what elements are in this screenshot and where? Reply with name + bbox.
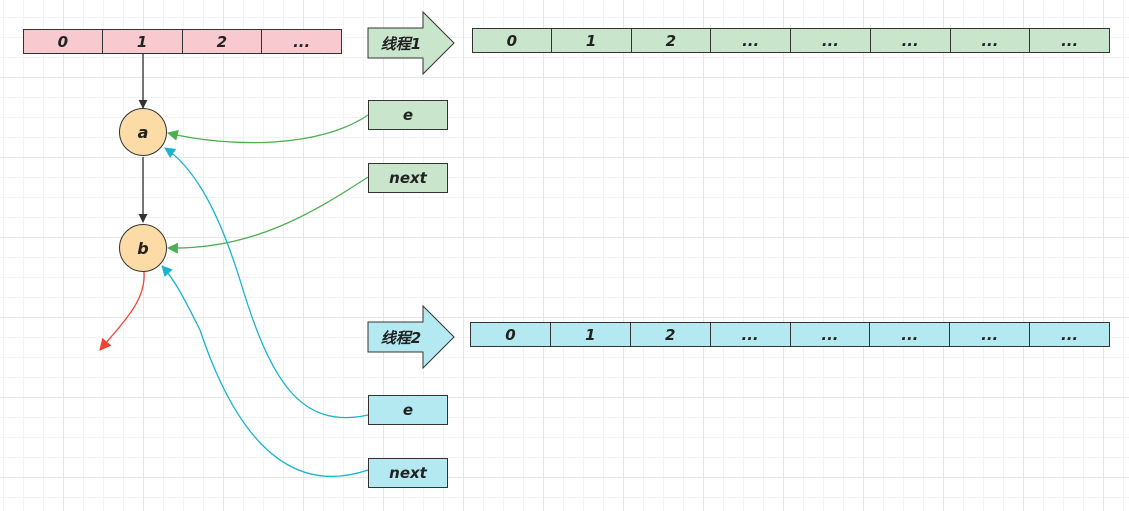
thread2-next-to-b-arrow — [161, 265, 369, 477]
thread2-block-arrow — [367, 304, 455, 370]
main-array: 0 1 2 ... — [23, 29, 342, 54]
thread1-array-cell: ... — [791, 29, 871, 52]
thread2-array-cell: 2 — [630, 323, 711, 346]
thread2-array-cell: ... — [790, 323, 871, 346]
thread1-array-cell: ... — [870, 29, 951, 52]
thread1-next-to-b-arrow — [166, 176, 369, 254]
node-b: b — [119, 224, 167, 272]
thread2-e-to-a-arrow — [164, 147, 369, 419]
thread1-next-pointer: next — [368, 163, 448, 193]
main-array-cell-0: 0 — [24, 30, 103, 53]
b-to-null-arrow — [99, 271, 145, 351]
main-array-cell-3: ... — [262, 30, 341, 53]
thread1-array-cell: ... — [711, 29, 791, 52]
thread1-array-cell: 2 — [631, 29, 712, 52]
thread2-array: 0 1 2 ... ... ... ... ... — [470, 322, 1110, 347]
thread1-array-cell: ... — [1030, 29, 1109, 52]
thread1-array: 0 1 2 ... ... ... ... ... — [472, 28, 1110, 53]
thread1-e-pointer: e — [368, 100, 448, 130]
thread1-label: 线程1 — [380, 35, 422, 53]
thread2-array-cell: 0 — [471, 323, 551, 346]
thread1-block-arrow — [367, 10, 455, 76]
thread2-label: 线程2 — [380, 329, 422, 347]
node-a: a — [119, 108, 167, 156]
thread1-e-to-a-arrow — [166, 114, 369, 144]
thread1-array-cell: 0 — [473, 29, 552, 52]
thread2-array-cell: 1 — [550, 323, 631, 346]
thread1-array-cell: 1 — [551, 29, 632, 52]
thread2-next-pointer: next — [368, 458, 448, 488]
thread2-array-cell: ... — [950, 323, 1031, 346]
thread2-e-pointer: e — [368, 395, 448, 425]
thread2-array-cell: ... — [870, 323, 951, 346]
main-array-cell-2: 2 — [182, 30, 263, 53]
thread2-array-cell: ... — [1030, 323, 1109, 346]
thread2-array-cell: ... — [710, 323, 791, 346]
main-array-cell-1: 1 — [102, 30, 183, 53]
thread1-array-cell: ... — [950, 29, 1031, 52]
